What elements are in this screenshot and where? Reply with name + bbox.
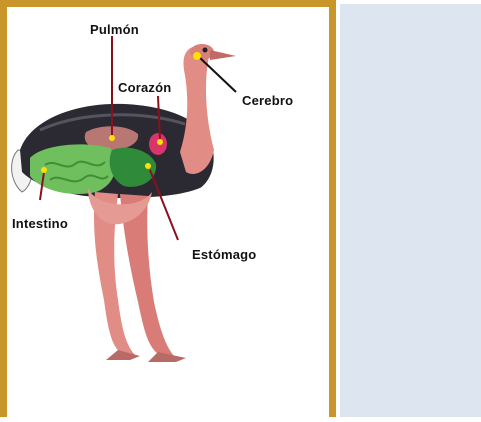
label-corazon: Corazón <box>118 80 171 95</box>
label-intestino: Intestino <box>12 216 68 231</box>
label-cerebro: Cerebro <box>242 93 293 108</box>
label-pulmon: Pulmón <box>90 22 139 37</box>
cerebro-marker <box>193 52 201 60</box>
corazon-marker <box>157 139 163 145</box>
intestino-marker <box>41 167 47 173</box>
ostrich-beak <box>210 50 236 60</box>
label-estomago: Estómago <box>192 247 256 262</box>
ostrich-eye <box>203 48 208 53</box>
side-panel <box>340 4 481 417</box>
ostrich-illustration <box>0 0 336 417</box>
ostrich-anatomy-diagram: Pulmón Corazón Cerebro Intestino Estómag… <box>0 0 336 417</box>
estomago-marker <box>145 163 151 169</box>
left-foot <box>106 350 140 360</box>
pulmon-marker <box>109 135 115 141</box>
